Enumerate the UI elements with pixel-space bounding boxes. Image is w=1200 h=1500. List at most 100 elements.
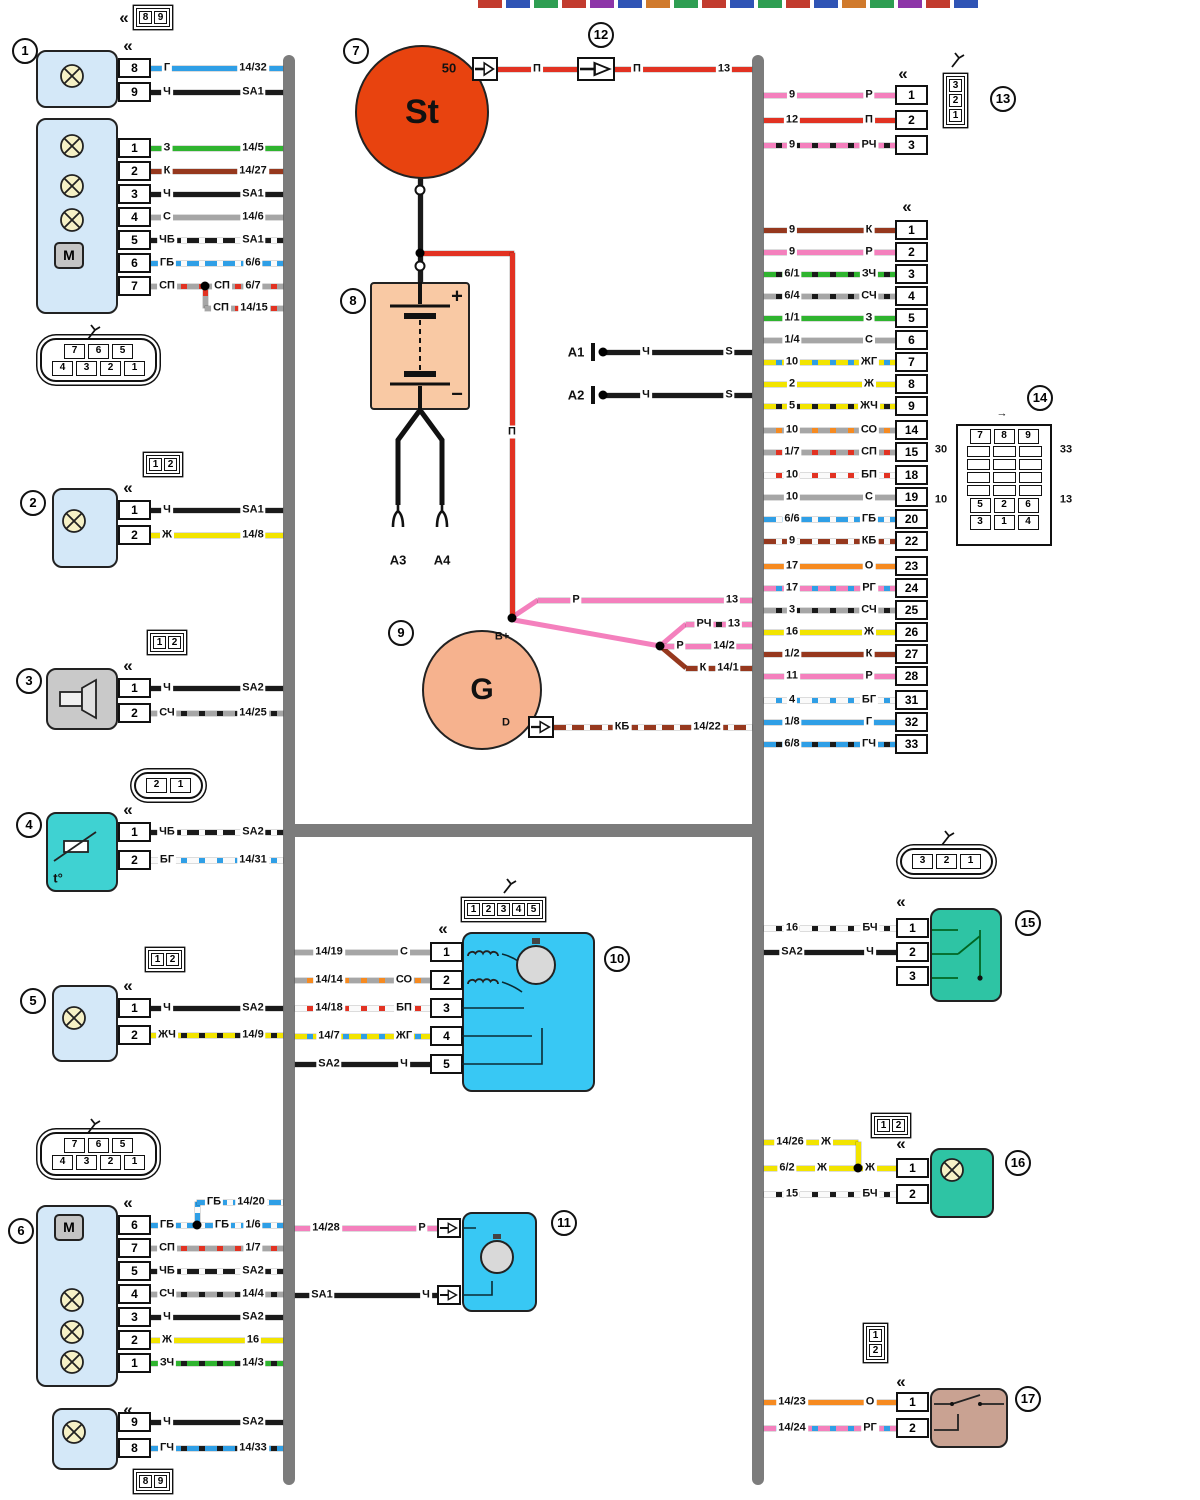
face-grid-cell <box>966 446 990 457</box>
lamp-unit-box <box>52 985 118 1062</box>
wire-label: П <box>531 62 543 76</box>
clipped-title-block <box>926 0 950 8</box>
ground-icon <box>500 876 520 896</box>
connector-pin-cell: 2 <box>949 94 962 107</box>
wire-label: СП <box>157 1241 177 1255</box>
connector-pin-cell: 2 <box>166 953 179 966</box>
pin: 2 <box>118 161 151 181</box>
connector-pin-cell: 8 <box>139 1475 152 1488</box>
face-grid-row <box>966 459 1042 470</box>
face-pin-cell: 1 <box>124 1155 145 1170</box>
wire-label: С <box>863 333 875 347</box>
wire-label: SA2 <box>316 1057 342 1071</box>
wire-label: 4 <box>786 693 798 707</box>
wire-КБ <box>554 724 752 730</box>
ground-icon <box>948 50 968 70</box>
wire-label: ЖЧ <box>858 399 880 413</box>
wire-label: ЧБ <box>157 233 177 247</box>
wire-label: 50 <box>441 60 457 76</box>
pin: 2 <box>895 110 928 130</box>
wire-label: РЧ <box>694 617 714 631</box>
wire-ГБ <box>151 260 283 266</box>
wire-label: Ж <box>160 1333 174 1347</box>
wire-label: 5 <box>786 399 798 413</box>
wire-label: SA2 <box>240 1310 266 1324</box>
pin: 20 <box>895 509 928 529</box>
wire-label: 14/33 <box>237 1441 269 1455</box>
component-number: 13 <box>990 86 1016 112</box>
arrow-glyph <box>531 720 551 734</box>
wire-label: ГБ <box>157 1218 177 1232</box>
wire-label: С <box>398 945 410 959</box>
wire-label: Р <box>863 245 875 259</box>
thermistor-icon <box>52 828 100 864</box>
wire-label: 14/6 <box>240 210 266 224</box>
face-grid-cell <box>992 485 1016 496</box>
clipped-title-block <box>646 0 670 8</box>
connector-pin-cell: 8 <box>139 11 152 24</box>
wire-БЧ <box>764 1191 896 1197</box>
wire-label: СО <box>858 423 880 437</box>
wire-label: A3 <box>389 552 407 568</box>
face-grid-cell <box>992 446 1016 457</box>
wire-СЧ <box>151 710 283 716</box>
wire-segment <box>658 644 688 670</box>
wire-РЧ <box>686 621 752 627</box>
starter-circle: St <box>355 45 489 179</box>
generator-label: G <box>470 673 494 706</box>
pin: 2 <box>118 1330 151 1350</box>
wire-Ж <box>764 381 895 387</box>
lamp-unit-box <box>52 1408 118 1470</box>
pin: 3 <box>430 998 463 1018</box>
junction-dot <box>655 641 665 651</box>
wire-СО <box>764 427 895 433</box>
face-pin-cell: 4 <box>52 1155 73 1170</box>
wire-label: 2 <box>786 377 798 391</box>
pin: 2 <box>118 525 151 545</box>
pin: 19 <box>895 487 928 507</box>
lamp-icon <box>60 507 88 535</box>
wire-label: ГЧ <box>860 737 878 751</box>
face-pin-cell: 1 <box>170 778 191 793</box>
motor-icon <box>514 938 558 986</box>
ground-icon <box>941 830 955 846</box>
wire-label: SA2 <box>240 825 266 839</box>
lamp-icon <box>60 1288 84 1312</box>
face-pin-cell: 2 <box>993 498 1015 513</box>
component-number: 12 <box>588 22 614 48</box>
wire-label: 16 <box>783 625 801 639</box>
wire-label: К <box>697 661 709 675</box>
clipped-title-block <box>786 0 810 8</box>
component-number: 8 <box>340 288 366 314</box>
pin: 1 <box>895 85 928 105</box>
wire-Ч <box>151 89 283 95</box>
harness-arrow-icon: « <box>123 800 133 819</box>
connector-pin-cell: 2 <box>164 458 177 471</box>
wire-label: КБ <box>859 534 879 548</box>
wire-label: ЖГ <box>858 355 880 369</box>
pin: 5 <box>118 230 151 250</box>
wire-label: 1/7 <box>243 1241 263 1255</box>
harness-arrow-icon: « <box>123 478 133 497</box>
battery-terminal-fork-icon <box>390 503 407 530</box>
wire-label: П <box>631 62 643 76</box>
wire-label: 1/2 <box>782 647 802 661</box>
arrow-glyph <box>440 1289 458 1301</box>
wire-label: 14/23 <box>776 1395 808 1409</box>
lamp-icon <box>58 62 86 90</box>
wire-label: 6/4 <box>782 289 802 303</box>
ground-icon <box>938 828 958 848</box>
lamp-icon <box>60 134 84 158</box>
harness-arrow-icon: « <box>123 1400 133 1419</box>
wire-К <box>151 168 283 174</box>
face-grid-cell <box>1018 459 1042 470</box>
wire-О <box>764 563 895 569</box>
wire-ЗЧ <box>764 271 895 277</box>
component-number: 4 <box>16 812 42 838</box>
